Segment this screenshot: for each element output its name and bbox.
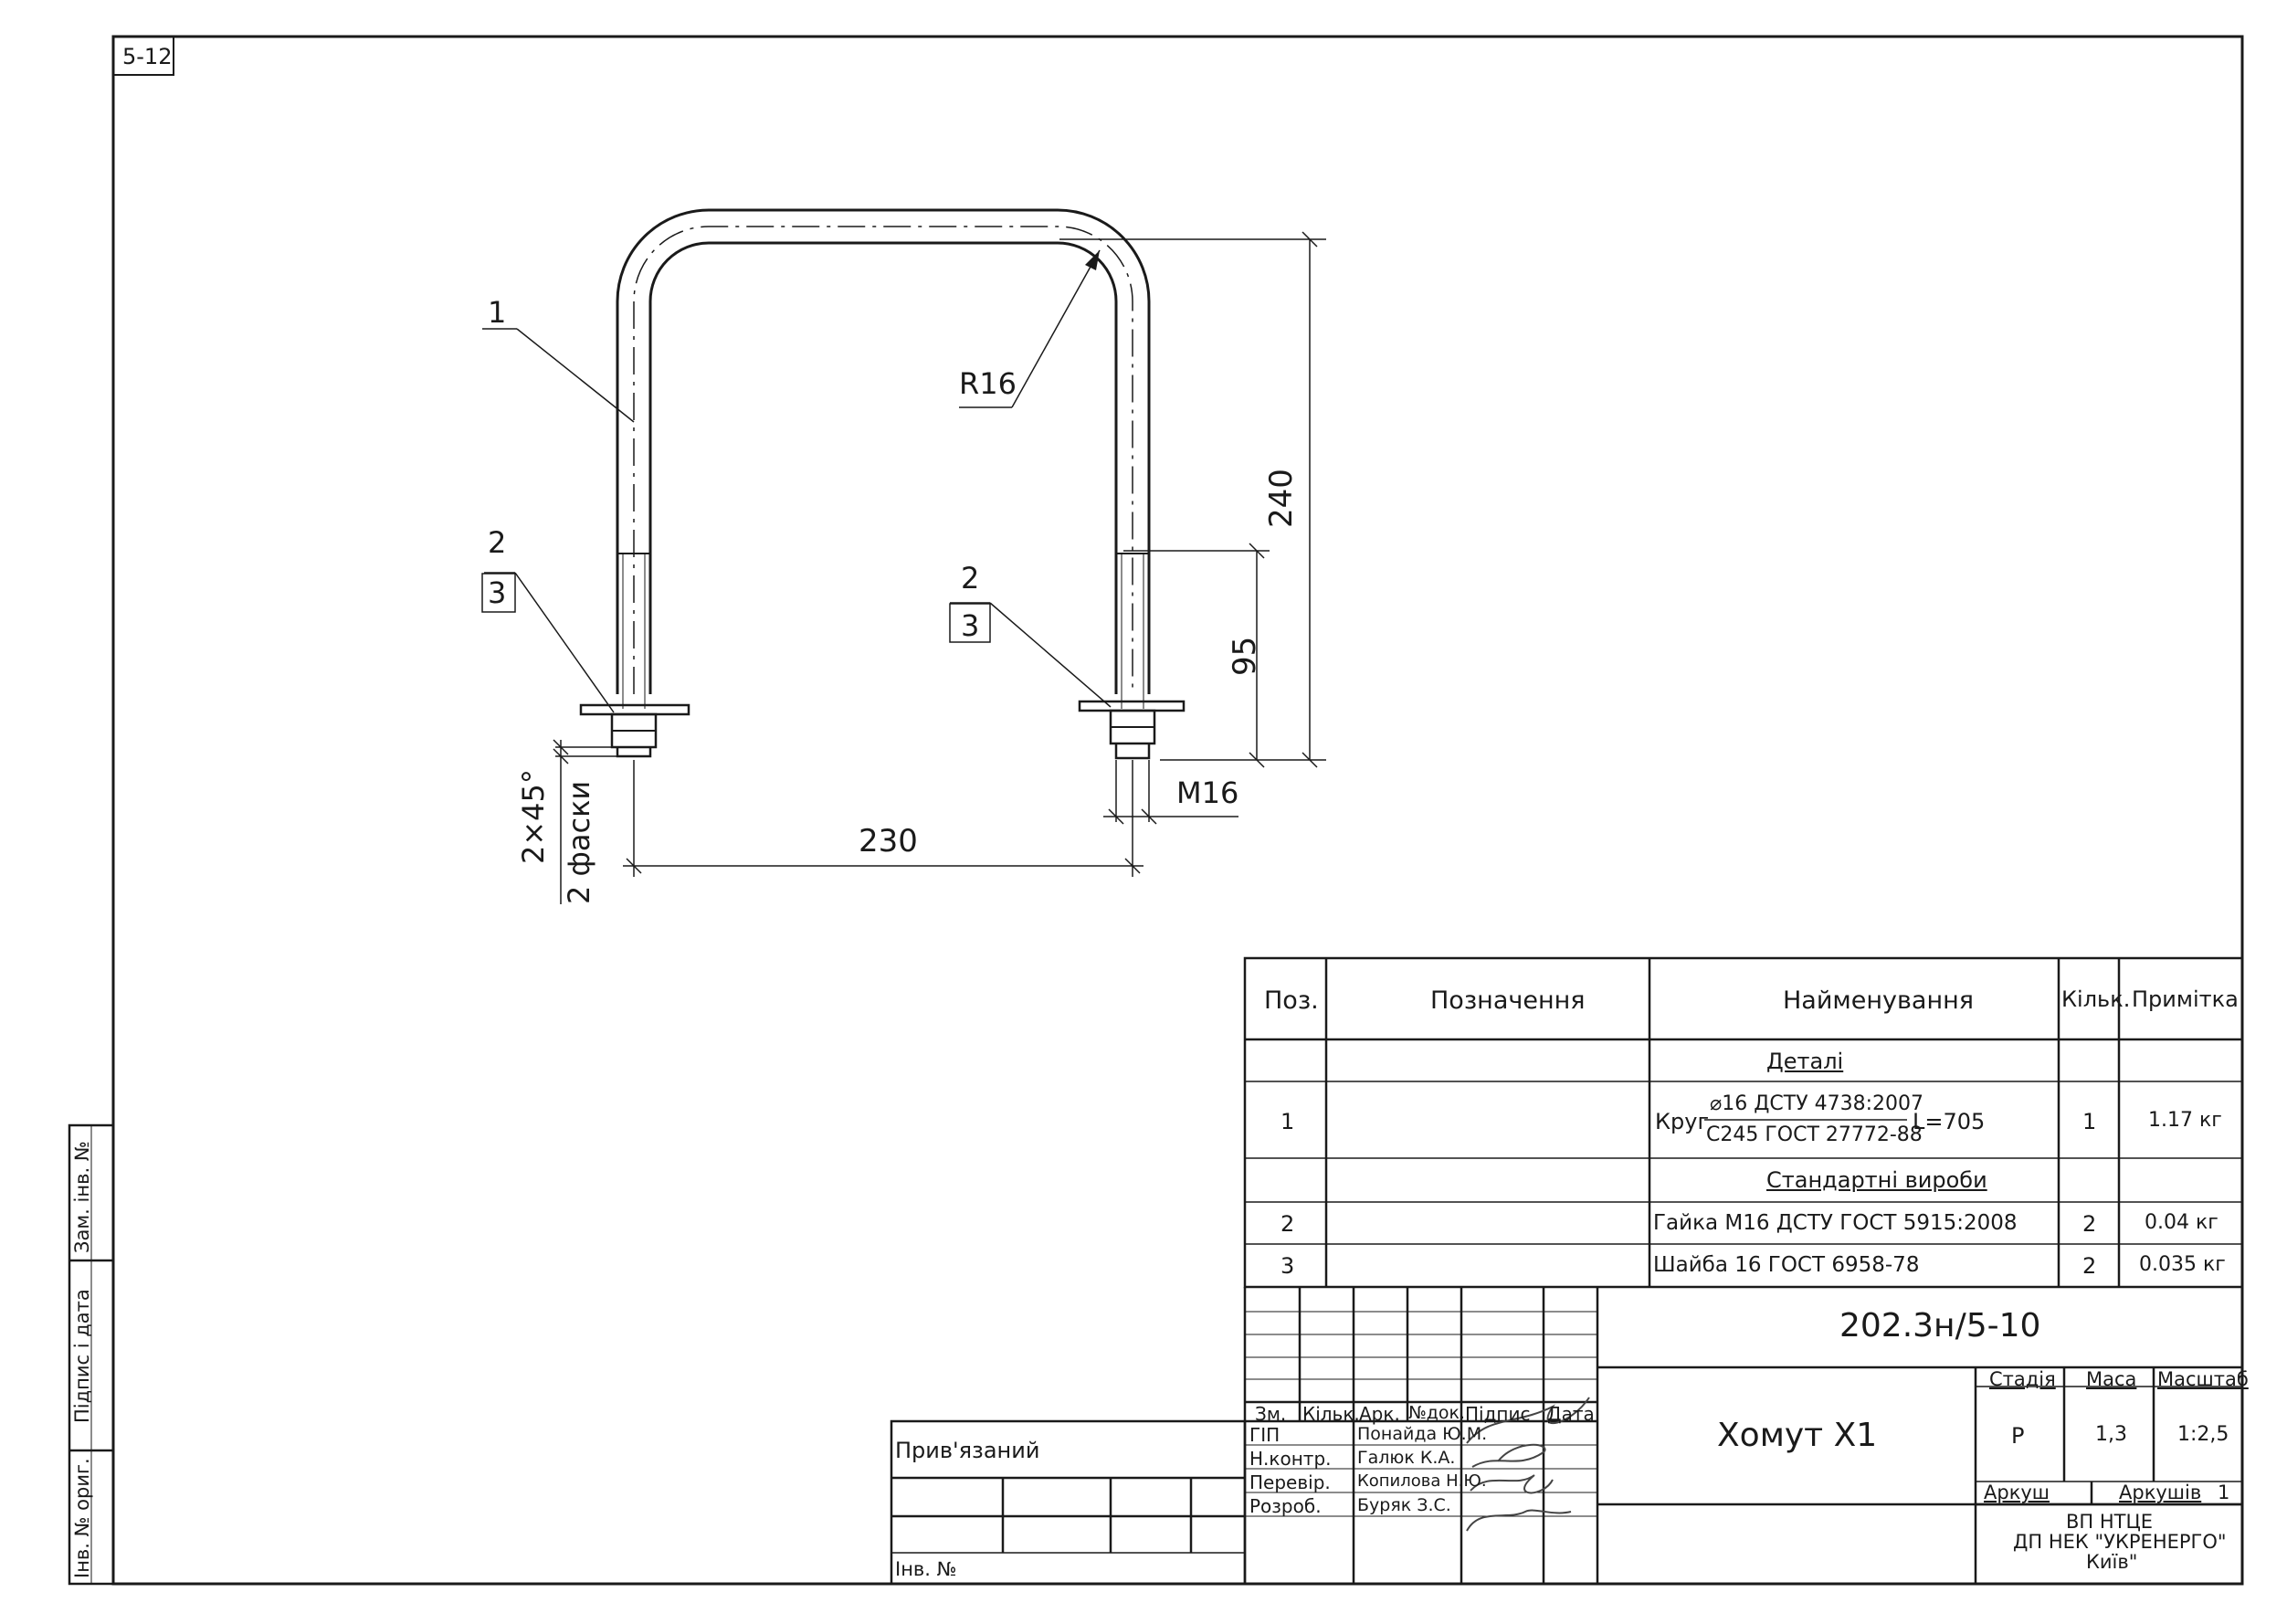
title-block-grid bbox=[1243, 1287, 2242, 1584]
role-developed: Розроб. bbox=[1249, 1495, 1322, 1517]
row3-note: 0.035 кг bbox=[2139, 1253, 2226, 1276]
header-qty: Кільк. bbox=[2061, 986, 2131, 1012]
col-doc: №док. bbox=[1408, 1403, 1466, 1423]
mass-label: Маса bbox=[2086, 1368, 2137, 1390]
callout-radius: R16 bbox=[959, 366, 1017, 401]
callout-right-pos2: 2 bbox=[961, 561, 980, 596]
sheet-label: Аркуш bbox=[1984, 1482, 2050, 1503]
drawing-title: Хомут Х1 bbox=[1717, 1417, 1878, 1454]
name-norm-control: Галюк К.А. bbox=[1357, 1448, 1456, 1468]
header-designation: Позначення bbox=[1430, 986, 1586, 1015]
scale-label: Масштаб bbox=[2157, 1368, 2249, 1390]
header-note: Примітка bbox=[2132, 986, 2239, 1012]
header-pos: Поз. bbox=[1264, 986, 1319, 1015]
mass-value: 1,3 bbox=[2095, 1423, 2127, 1446]
org-line2: ДП НЕК "УКРЕНЕРГО" bbox=[2013, 1531, 2227, 1553]
u-bolt bbox=[616, 208, 1151, 709]
row1-pos: 1 bbox=[1281, 1109, 1295, 1134]
dimension-lines bbox=[553, 231, 1326, 904]
dimension-230: 230 bbox=[859, 823, 918, 859]
sheets-value: 1 bbox=[2218, 1482, 2230, 1503]
col-sign: Підпис bbox=[1465, 1403, 1531, 1425]
row1-name-prefix: Круг bbox=[1655, 1109, 1710, 1134]
doc-code: 202.3н/5-10 bbox=[1839, 1307, 2041, 1345]
sheet-number-box bbox=[112, 36, 174, 76]
sheet-number: 5-12 bbox=[122, 44, 173, 69]
section-standard: Стандартні вироби bbox=[1766, 1167, 1987, 1193]
stage-label: Стадія bbox=[1989, 1368, 2056, 1390]
callout-right-pos3: 3 bbox=[961, 608, 980, 643]
callout-left-pos2: 2 bbox=[488, 525, 507, 560]
row1-name-top: ⌀16 ДСТУ 4738:2007 bbox=[1710, 1092, 1924, 1115]
radius-arrow bbox=[1085, 250, 1100, 270]
name-checked: Копилова Н.Ю. bbox=[1357, 1471, 1487, 1491]
callout-left-pos3: 3 bbox=[488, 575, 507, 610]
name-gip: Понайда Ю.М. bbox=[1357, 1424, 1488, 1444]
dimension-240: 240 bbox=[1263, 469, 1300, 528]
role-checked: Перевір. bbox=[1249, 1471, 1331, 1493]
org-line3: Київ" bbox=[2086, 1551, 2138, 1573]
side-stamp-grid bbox=[68, 1123, 115, 1586]
spec-table-grid bbox=[1243, 956, 2244, 1289]
left-washer-nut bbox=[579, 703, 690, 758]
name-developed: Буряк З.С. bbox=[1357, 1495, 1451, 1515]
left-pos3-box bbox=[481, 573, 516, 613]
binding-label: Прив'язаний bbox=[895, 1438, 1040, 1463]
role-gip: ГІП bbox=[1249, 1424, 1281, 1446]
scale-value: 1:2,5 bbox=[2177, 1423, 2229, 1446]
dimension-m16: M16 bbox=[1176, 775, 1239, 810]
row2-name: Гайка М16 ДСТУ ГОСТ 5915:2008 bbox=[1653, 1211, 2018, 1235]
col-kilk: Кільк. bbox=[1302, 1403, 1360, 1425]
right-pos3-box bbox=[949, 603, 991, 643]
right-washer-nut bbox=[1078, 700, 1186, 760]
dimension-95: 95 bbox=[1227, 636, 1263, 676]
row3-name: Шайба 16 ГОСТ 6958-78 bbox=[1653, 1253, 1920, 1277]
sheets-label: Аркушів bbox=[2119, 1482, 2202, 1503]
sheet-frame bbox=[111, 35, 2244, 1586]
row1-note: 1.17 кг bbox=[2148, 1109, 2222, 1132]
chamfer-count: 2 фаски bbox=[562, 780, 596, 904]
row3-pos: 3 bbox=[1281, 1253, 1295, 1279]
stage-value: Р bbox=[2011, 1423, 2025, 1449]
row1-name-bottom: С245 ГОСТ 27772-88 bbox=[1706, 1123, 1923, 1146]
header-name: Найменування bbox=[1783, 986, 1975, 1015]
side-repl-inv: Зам. інв. № bbox=[71, 1141, 93, 1253]
col-ark: Арк. bbox=[1359, 1403, 1400, 1425]
row1-qty: 1 bbox=[2082, 1109, 2097, 1134]
callout-pos1: 1 bbox=[488, 295, 507, 330]
signatures bbox=[1466, 1397, 1590, 1532]
side-inv-orig: Інв. № ориг. bbox=[71, 1458, 93, 1578]
leader-lines bbox=[482, 249, 1112, 713]
col-zm: Зм. bbox=[1255, 1403, 1287, 1425]
row2-note: 0.04 кг bbox=[2145, 1211, 2218, 1234]
row1-name-suffix: L=705 bbox=[1913, 1109, 1986, 1134]
chamfer-size: 2×45° bbox=[516, 769, 551, 864]
binding-block-grid bbox=[890, 1419, 1247, 1586]
row3-qty: 2 bbox=[2082, 1253, 2097, 1279]
col-date: Дата bbox=[1547, 1403, 1595, 1425]
binding-inv-label: Інв. № bbox=[895, 1558, 957, 1580]
row2-qty: 2 bbox=[2082, 1211, 2097, 1237]
row2-pos: 2 bbox=[1281, 1211, 1295, 1237]
role-norm-control: Н.контр. bbox=[1249, 1448, 1332, 1470]
side-sign-date: Підпис і дата bbox=[71, 1289, 93, 1423]
section-details: Деталі bbox=[1766, 1049, 1844, 1074]
org-line1: ВП НТЦЕ bbox=[2066, 1511, 2154, 1533]
